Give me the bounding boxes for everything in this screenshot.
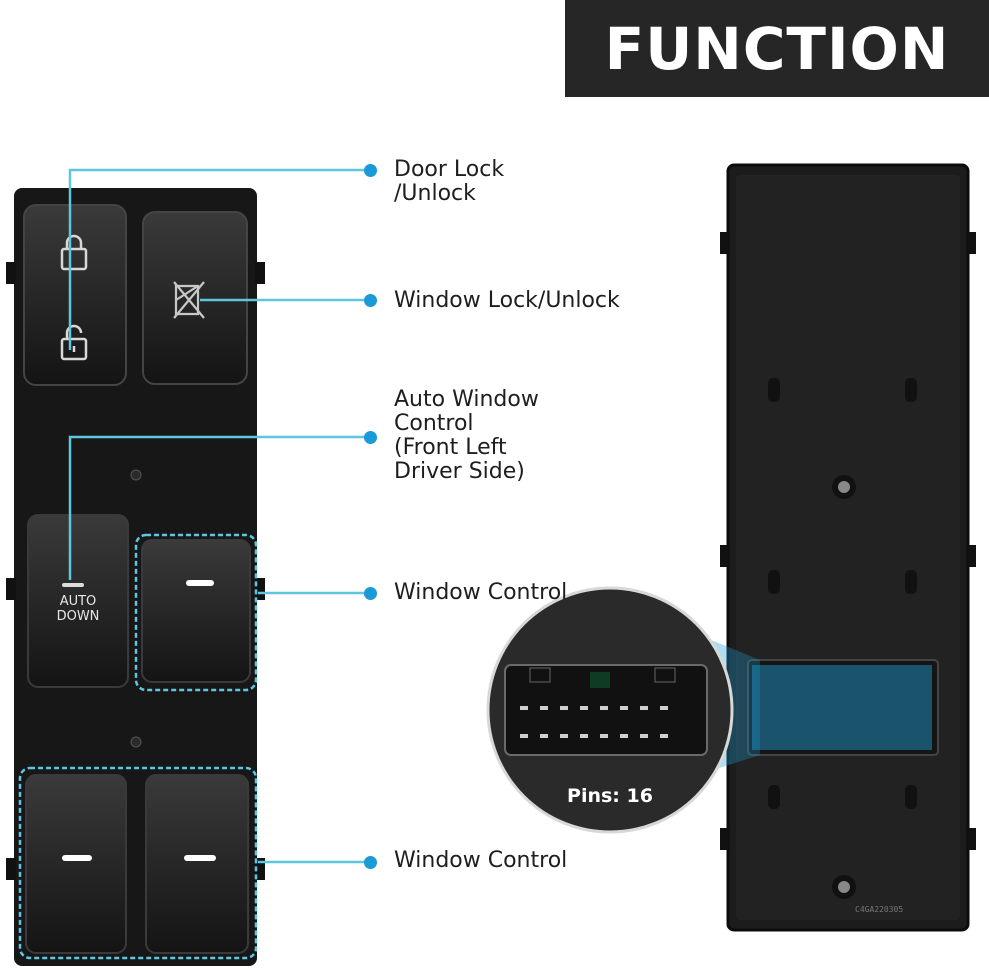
label-window-control-1: Window Control (394, 580, 568, 605)
window-lock-button (142, 211, 248, 385)
callout-dot (364, 856, 377, 869)
banner-title: FUNCTION (604, 14, 950, 83)
connector-zoom (486, 586, 734, 834)
front-switch-panel (6, 188, 265, 966)
label-window-control-2: Window Control (394, 848, 568, 873)
callout-lines (68, 168, 370, 864)
label-door-lock: Door Lock /Unlock (394, 157, 505, 206)
callout-dot (364, 164, 377, 177)
rear-right-window-switch (145, 774, 249, 954)
window-lock-icon (173, 281, 205, 319)
auto-down-switch (27, 514, 129, 688)
rear-left-window-switch (25, 774, 127, 954)
back-panel (720, 163, 976, 932)
lock-open-icon (60, 324, 88, 361)
callout-dot (364, 294, 377, 307)
label-window-lock: Window Lock/Unlock (394, 288, 620, 313)
lock-closed-icon (60, 234, 88, 271)
pins-label: Pins: 16 (567, 785, 653, 807)
callout-dot (364, 431, 377, 444)
function-banner: FUNCTION (565, 0, 989, 97)
label-auto-window: Auto Window Control (Front Left Driver S… (394, 387, 539, 484)
door-lock-rocker (23, 204, 127, 386)
auto-down-text: AUTO DOWN (56, 594, 100, 624)
window-control-switch-1 (141, 539, 251, 683)
part-code: C4GA220305 (855, 905, 904, 914)
callout-dot (364, 587, 377, 600)
